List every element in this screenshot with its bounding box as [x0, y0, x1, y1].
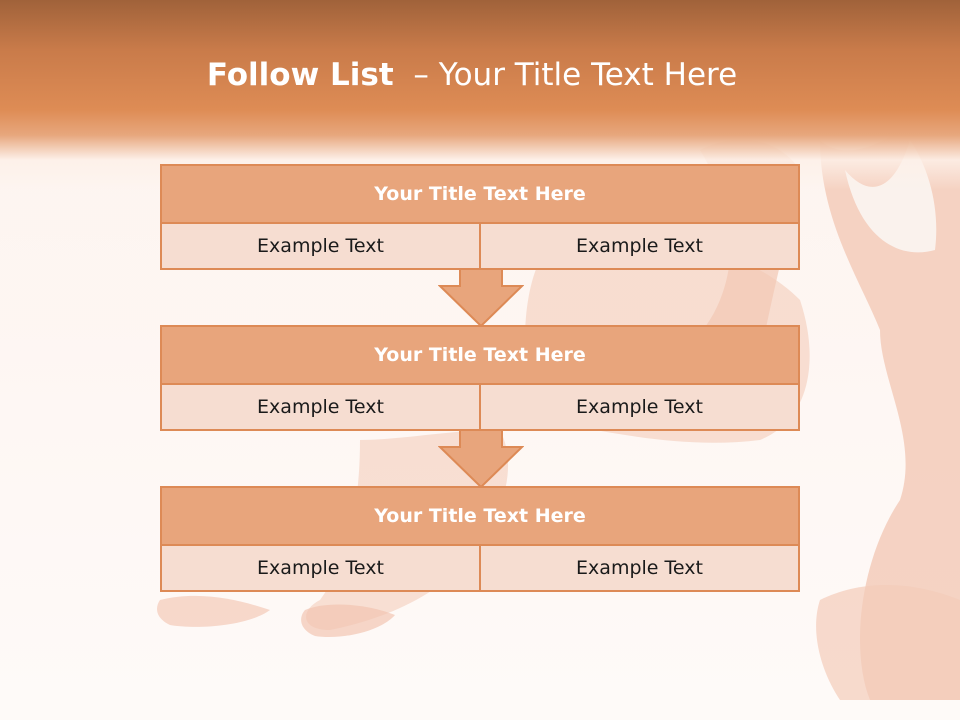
- step-cell-right: Example Text: [481, 546, 798, 590]
- step-cell-right: Example Text: [481, 385, 798, 429]
- step-cell-left: Example Text: [162, 385, 481, 429]
- step-box-2: Your Title Text Here Example Text Exampl…: [160, 325, 800, 431]
- step-title: Your Title Text Here: [162, 166, 798, 224]
- title-bold: Follow List: [206, 57, 394, 93]
- title-rest: – Your Title Text Here: [413, 57, 738, 93]
- down-arrow-icon: [438, 429, 524, 489]
- step-box-3: Your Title Text Here Example Text Exampl…: [160, 486, 800, 592]
- step-box-1: Your Title Text Here Example Text Exampl…: [160, 164, 800, 270]
- step-cell-left: Example Text: [162, 224, 481, 268]
- step-cell-left: Example Text: [162, 546, 481, 590]
- page-title: Follow List – Your Title Text Here: [0, 52, 944, 98]
- step-title: Your Title Text Here: [162, 488, 798, 546]
- step-cell-right: Example Text: [481, 224, 798, 268]
- title-band: [0, 0, 960, 190]
- down-arrow-icon: [438, 268, 524, 328]
- step-title: Your Title Text Here: [162, 327, 798, 385]
